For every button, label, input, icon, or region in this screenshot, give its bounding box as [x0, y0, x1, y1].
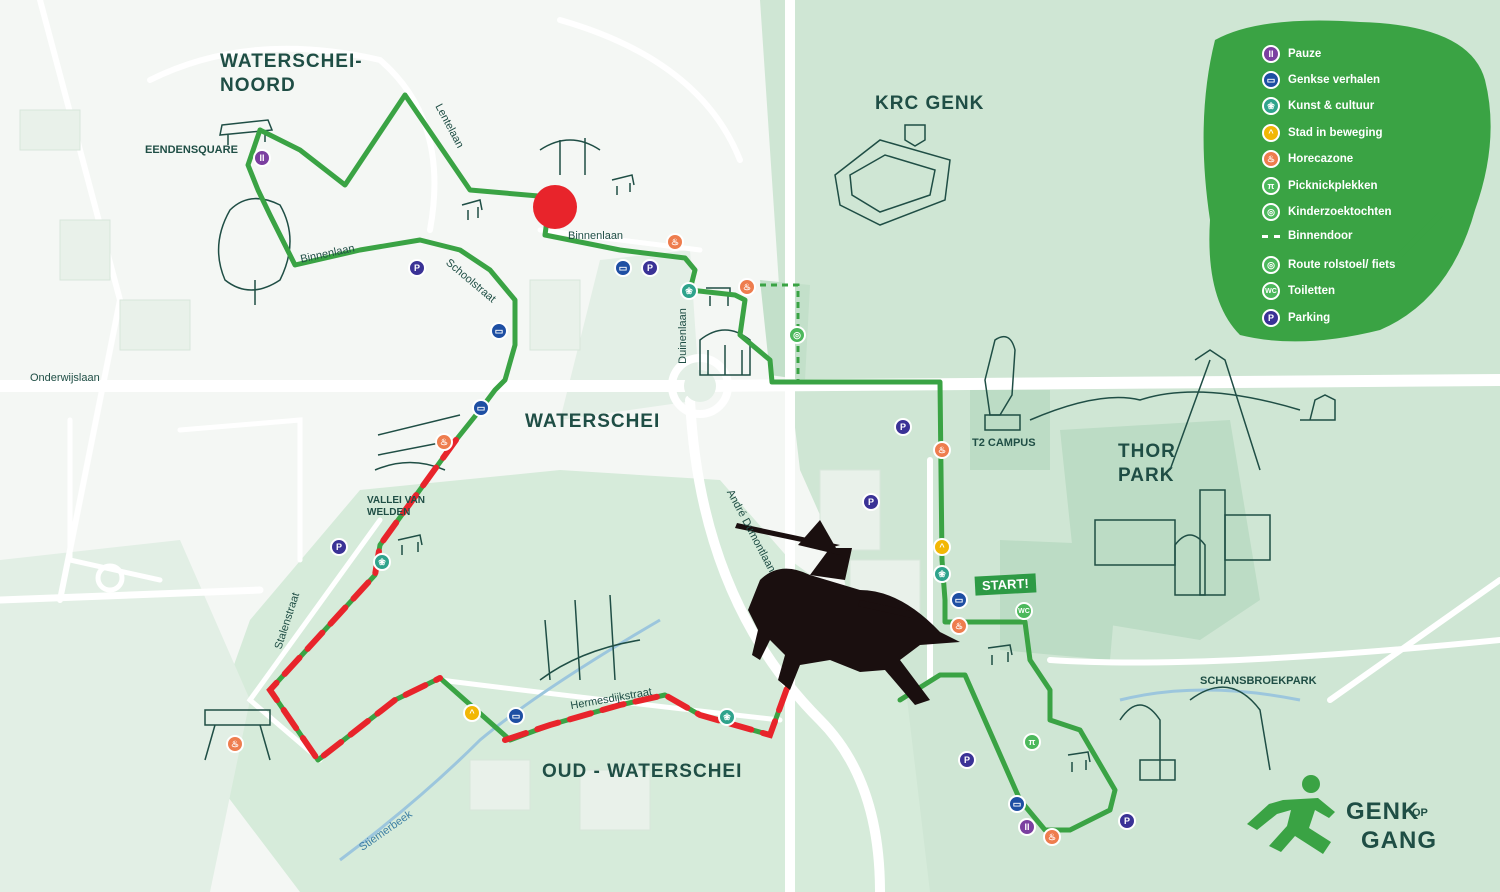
book-icon[interactable]: ▭	[507, 707, 525, 725]
movement-icon[interactable]: ^	[463, 704, 481, 722]
legend-label: Toiletten	[1288, 285, 1336, 297]
legend-label: Genkse verhalen	[1288, 74, 1381, 86]
logo-word-op: OP	[1412, 807, 1428, 819]
place-eendensquare: EENDENSQUARE	[145, 144, 238, 156]
logo-word-gang: GANG	[1361, 827, 1437, 854]
magnifier-icon: ◎	[1262, 203, 1280, 221]
street-onderwijslaan: Onderwijslaan	[30, 372, 100, 384]
art-icon[interactable]: ❀	[933, 565, 951, 583]
parking-icon[interactable]: P	[958, 751, 976, 769]
horeca-icon[interactable]: ♨	[933, 441, 951, 459]
parking-icon[interactable]: P	[894, 418, 912, 436]
legend-label: Picknickplekken	[1288, 180, 1378, 192]
pause-icon: II	[1262, 45, 1280, 63]
area-waterschei: WATERSCHEI	[525, 411, 661, 432]
horeca-icon[interactable]: ♨	[666, 233, 684, 251]
area-waterschei-noord: WATERSCHEI- NOORD	[220, 51, 363, 96]
legend-item-kinderzoektochten: ◎ Kinderzoektochten	[1262, 203, 1392, 221]
legend-label: Horecazone	[1288, 153, 1354, 165]
running-man-icon	[1247, 775, 1335, 854]
legend-item-picknickplekken: π Picknickplekken	[1262, 177, 1378, 195]
current-location-marker	[533, 185, 577, 229]
book-icon[interactable]: ▭	[1008, 795, 1026, 813]
place-schansbroekpark: SCHANSBROEKPARK	[1200, 675, 1317, 687]
binnendoor-route	[266, 437, 793, 765]
horeca-icon[interactable]: ♨	[435, 433, 453, 451]
book-icon: ▭	[1262, 71, 1280, 89]
legend-label: Kinderzoektochten	[1288, 206, 1392, 218]
picnic-icon: π	[1262, 177, 1280, 195]
art-icon[interactable]: ❀	[680, 282, 698, 300]
wheelchair-icon: ◎	[1262, 256, 1280, 274]
horeca-icon[interactable]: ♨	[1043, 828, 1061, 846]
area-thor-park: THOR PARK	[1118, 441, 1176, 486]
parking-icon[interactable]: P	[408, 259, 426, 277]
legend-item-genkse-verhalen: ▭ Genkse verhalen	[1262, 71, 1380, 89]
start-badge[interactable]: START!	[974, 573, 1037, 596]
parking-icon[interactable]: P	[862, 493, 880, 511]
legend-item-kunst-cultuur: ❀ Kunst & cultuur	[1262, 97, 1374, 115]
legend-label: Parking	[1288, 312, 1331, 324]
logo-word-genk: GENK	[1346, 798, 1420, 825]
legend-item-stad-in-beweging: ^ Stad in beweging	[1262, 124, 1383, 142]
legend-item-toiletten: WC Toiletten	[1262, 282, 1335, 300]
legend-item-parking: P Parking	[1262, 309, 1330, 327]
horeca-icon: ♨	[1262, 150, 1280, 168]
legend-label: Stad in beweging	[1288, 127, 1383, 139]
legend-label: Kunst & cultuur	[1288, 100, 1375, 112]
book-icon[interactable]: ▭	[614, 259, 632, 277]
legend-item-pauze: II Pauze	[1262, 45, 1321, 63]
parking-icon[interactable]: P	[641, 259, 659, 277]
book-icon[interactable]: ▭	[472, 399, 490, 417]
place-vallei-van-welden: VALLEI VAN WELDEN	[367, 495, 425, 518]
legend-label: Pauze	[1288, 48, 1322, 60]
rider-silhouette	[735, 520, 960, 705]
parking-icon[interactable]: P	[330, 538, 348, 556]
art-icon[interactable]: ❀	[718, 708, 736, 726]
parking-icon: P	[1262, 309, 1280, 327]
movement-icon: ^	[1262, 124, 1280, 142]
legend-label: Route rolstoel/ fiets	[1288, 259, 1396, 271]
horeca-icon[interactable]: ♨	[950, 617, 968, 635]
horeca-icon[interactable]: ♨	[738, 278, 756, 296]
wheelchair-icon[interactable]: ◎	[788, 326, 806, 344]
pause-icon[interactable]: II	[253, 149, 271, 167]
horeca-icon[interactable]: ♨	[226, 735, 244, 753]
picnic-icon[interactable]: π	[1023, 733, 1041, 751]
dashed-line-icon	[1262, 234, 1280, 238]
area-krc-genk: KRC GENK	[875, 93, 985, 114]
book-icon[interactable]: ▭	[950, 591, 968, 609]
legend-item-route-rolstoel-fiets: ◎ Route rolstoel/ fiets	[1262, 256, 1395, 274]
place-t2-campus: T2 CAMPUS	[972, 437, 1036, 449]
legend-item-horecazone: ♨ Horecazone	[1262, 150, 1353, 168]
art-icon[interactable]: ❀	[373, 553, 391, 571]
pause-icon[interactable]: II	[1018, 818, 1036, 836]
wc-icon[interactable]: WC	[1015, 602, 1033, 620]
movement-icon[interactable]: ^	[933, 538, 951, 556]
street-binnenlaan-east: Binnenlaan	[568, 230, 624, 242]
legend-item-binnendoor: Binnendoor	[1262, 230, 1353, 242]
parking-icon[interactable]: P	[1118, 812, 1136, 830]
book-icon[interactable]: ▭	[490, 322, 508, 340]
area-oud-waterschei: OUD - WATERSCHEI	[542, 761, 743, 782]
art-icon: ❀	[1262, 97, 1280, 115]
wc-icon: WC	[1262, 282, 1280, 300]
legend-label: Binnendoor	[1288, 230, 1353, 242]
street-duinenlaan: Duinenlaan	[676, 308, 689, 364]
genk-op-gang-logo: GENK OP GANG	[1243, 770, 1436, 865]
